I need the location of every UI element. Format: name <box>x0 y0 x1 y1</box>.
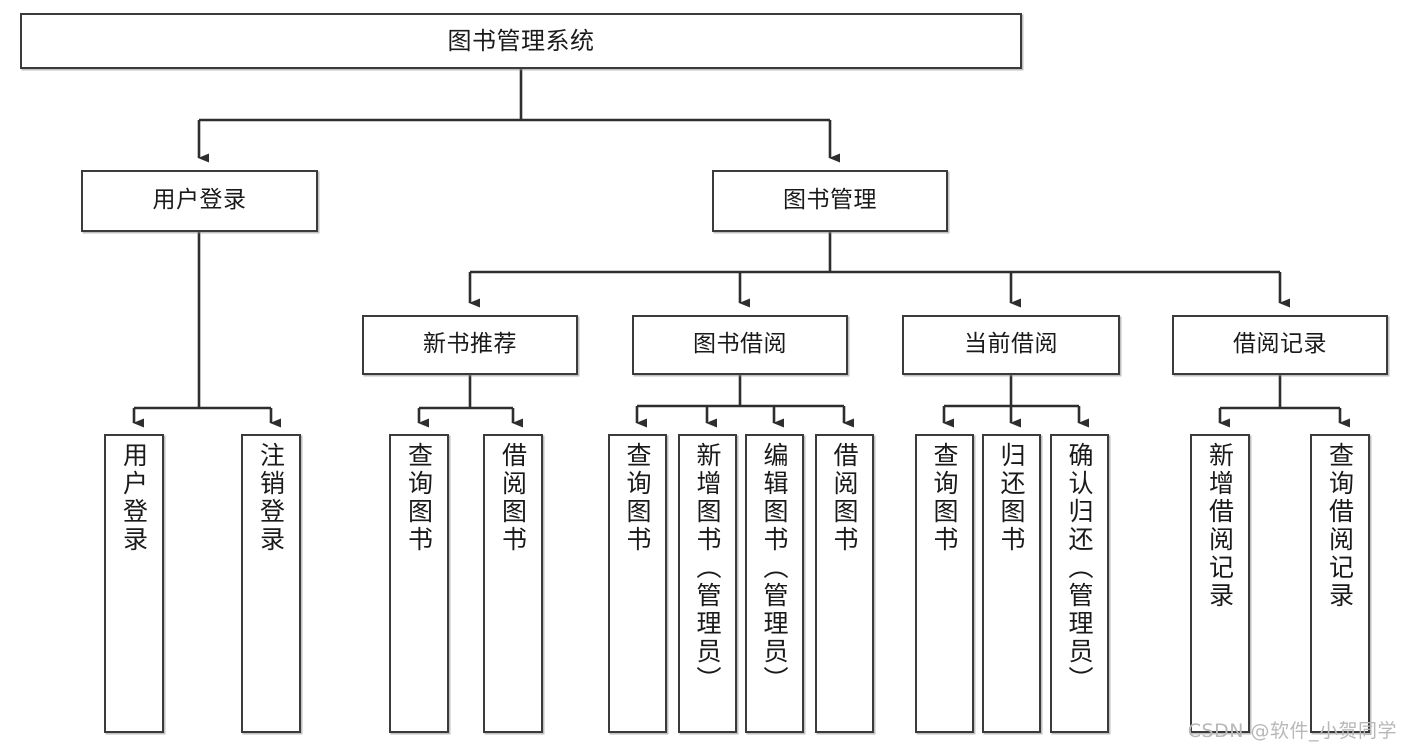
node-label: 查询图书 <box>930 442 959 554</box>
node-label: 新增借阅记录 <box>1205 442 1235 610</box>
leaf-query-book-borrow[interactable]: 查询图书 <box>608 434 667 733</box>
node-book-borrow[interactable]: 图书借阅 <box>632 315 848 375</box>
leaf-query-book-current[interactable]: 查询图书 <box>915 434 974 733</box>
watermark-text: CSDN @软件_小贺同学 <box>1187 720 1397 742</box>
node-current-borrow[interactable]: 当前借阅 <box>902 315 1120 375</box>
node-label: 归还图书 <box>997 442 1026 554</box>
leaf-confirm-return-admin[interactable]: 确认归还（管理员） <box>1050 434 1109 733</box>
node-borrow-record[interactable]: 借阅记录 <box>1172 315 1388 375</box>
leaf-borrow-book-recommend[interactable]: 借阅图书 <box>483 434 543 733</box>
leaf-logout[interactable]: 注销登录 <box>241 434 301 733</box>
node-label: 图书借阅 <box>693 331 787 358</box>
node-label: 用户登录 <box>152 187 247 214</box>
node-label: 查询图书 <box>404 442 434 554</box>
node-label: 借阅记录 <box>1233 331 1327 358</box>
node-label: 借阅图书 <box>498 442 528 554</box>
node-book-management[interactable]: 图书管理 <box>712 170 948 232</box>
node-label: 编辑图书（管理员） <box>760 442 789 694</box>
node-label: 查询图书 <box>623 442 652 554</box>
leaf-return-book[interactable]: 归还图书 <box>982 434 1041 733</box>
leaf-query-borrow-record[interactable]: 查询借阅记录 <box>1310 434 1370 733</box>
node-root-system[interactable]: 图书管理系统 <box>20 13 1022 69</box>
node-label: 查询借阅记录 <box>1325 442 1355 610</box>
node-label: 图书管理系统 <box>447 26 595 55</box>
node-label: 新增图书（管理员） <box>693 442 722 694</box>
node-label: 注销登录 <box>256 442 286 554</box>
leaf-edit-book-admin[interactable]: 编辑图书（管理员） <box>745 434 804 733</box>
leaf-add-book-admin[interactable]: 新增图书（管理员） <box>678 434 737 733</box>
node-label: 当前借阅 <box>964 331 1058 358</box>
node-label: 图书管理 <box>783 187 877 214</box>
node-label: 借阅图书 <box>830 442 859 554</box>
node-new-book-recommend[interactable]: 新书推荐 <box>362 315 578 375</box>
node-user-login[interactable]: 用户登录 <box>81 170 318 232</box>
node-label: 确认归还（管理员） <box>1065 442 1094 694</box>
node-label: 用户登录 <box>119 442 149 554</box>
leaf-query-book-recommend[interactable]: 查询图书 <box>389 434 449 733</box>
node-label: 新书推荐 <box>423 331 517 358</box>
leaf-add-borrow-record[interactable]: 新增借阅记录 <box>1190 434 1250 733</box>
leaf-borrow-book[interactable]: 借阅图书 <box>815 434 874 733</box>
leaf-user-login[interactable]: 用户登录 <box>104 434 164 733</box>
